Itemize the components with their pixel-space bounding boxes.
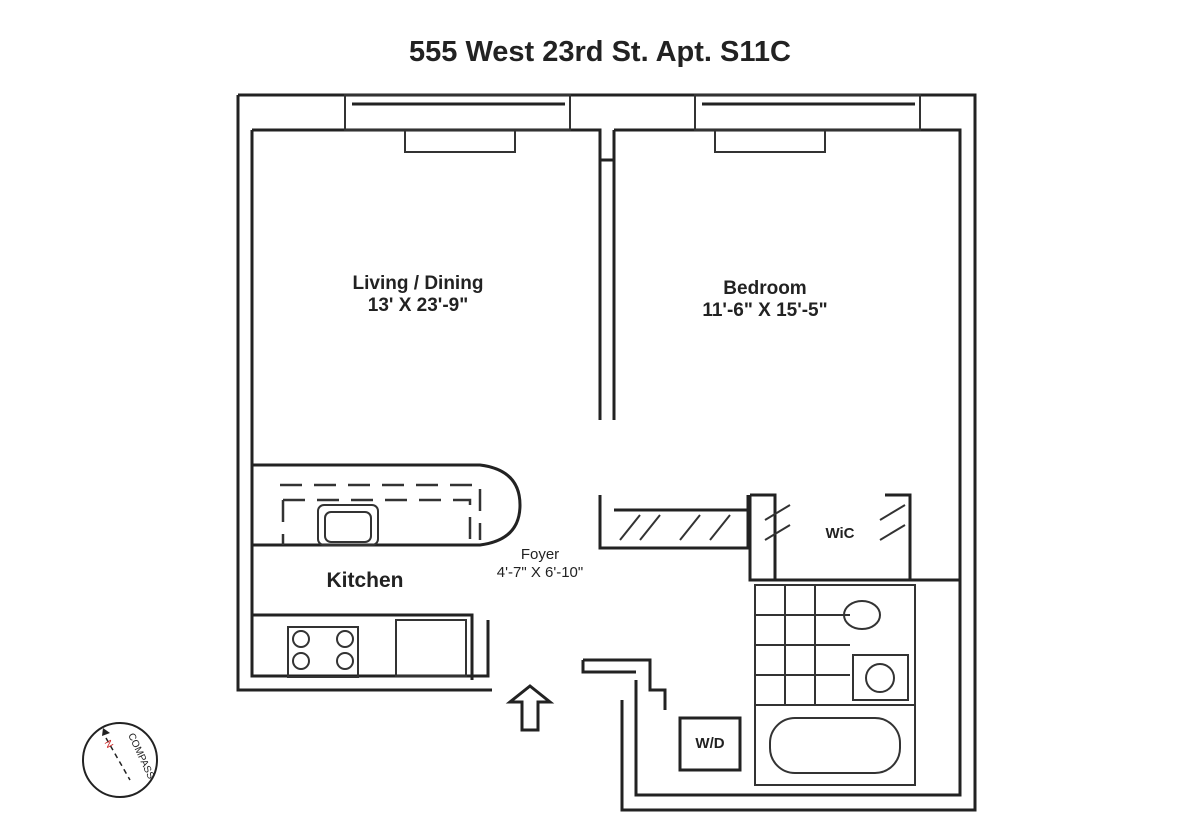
room-wic: WiC bbox=[825, 525, 855, 542]
room-foyer: Foyer 4'-7" X 6'-10" bbox=[470, 546, 610, 582]
room-name: Bedroom bbox=[723, 278, 807, 299]
compass-icon: N COMPASS bbox=[82, 722, 158, 798]
entry-wall bbox=[583, 658, 667, 710]
walk-in-closet bbox=[748, 493, 960, 582]
kitchen-upper-counter bbox=[252, 463, 522, 547]
room-name: Living / Dining bbox=[352, 273, 484, 294]
room-wd: W/D bbox=[695, 735, 725, 752]
foyer-wall bbox=[581, 660, 636, 674]
window-living bbox=[344, 94, 571, 153]
room-name: Foyer bbox=[520, 546, 560, 563]
room-size: 11'-6" X 15'-5" bbox=[702, 300, 828, 321]
room-kitchen: Kitchen bbox=[326, 569, 404, 592]
window-bedroom bbox=[694, 94, 921, 153]
bathroom bbox=[754, 584, 916, 786]
entry-arrow-icon bbox=[505, 684, 555, 732]
room-size: 4'-7" X 6'-10" bbox=[496, 564, 584, 581]
room-size: 13' X 23'-9" bbox=[367, 295, 469, 316]
inner-wall-bedroom bbox=[598, 128, 962, 797]
sink-icon bbox=[852, 654, 909, 701]
room-bedroom: Bedroom 11'-6" X 15'-5" bbox=[665, 278, 865, 322]
compass-north: N bbox=[102, 739, 115, 751]
washer-dryer bbox=[678, 716, 742, 772]
foyer-closet bbox=[598, 495, 750, 550]
room-living: Living / Dining 13' X 23'-9" bbox=[318, 273, 518, 317]
kitchen-lower-counter bbox=[252, 613, 474, 680]
plan-title: 555 West 23rd St. Apt. S11C bbox=[409, 36, 791, 68]
inner-wall bbox=[250, 128, 602, 678]
toilet-icon bbox=[843, 600, 881, 630]
bathtub-icon bbox=[754, 704, 916, 786]
outer-wall bbox=[236, 93, 977, 812]
